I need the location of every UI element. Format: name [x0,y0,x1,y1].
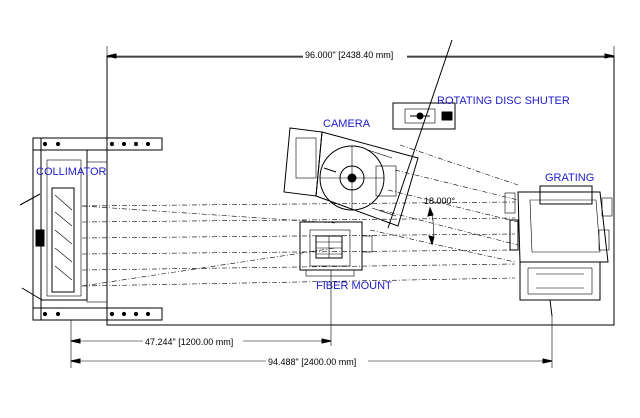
angle-label: 18.000° [424,196,456,206]
fiber-mount [299,221,373,277]
rotating-disc-shutter [392,102,456,130]
grating [504,185,613,317]
camera [283,127,419,227]
camera-optical-axis [387,39,453,229]
rotating-disc-shutter-label: ROTATING DISC SHUTER [437,95,570,107]
collimator-to-fiber-dimension [70,270,332,368]
camera-label: CAMERA [323,118,371,130]
grating-label: GRATING [545,172,594,184]
collimator [19,137,163,321]
overall-width-label: 96.000" [2438.40 mm] [305,50,393,60]
collimator-to-grating-dimension [70,316,553,368]
fiber-mount-label: FIBER MOUNT [316,280,392,292]
collimator-label: COLLIMATOR [36,166,107,178]
collimator-to-fiber-label: 47.244" [1200.00 mm] [145,337,233,347]
overall-width-dimension: 96.000" [2438.40 mm] [106,46,615,60]
angle-annotation [427,206,435,246]
collimator-to-grating-label: 94.488" [2400.00 mm] [268,357,356,367]
light-rays [81,144,519,287]
